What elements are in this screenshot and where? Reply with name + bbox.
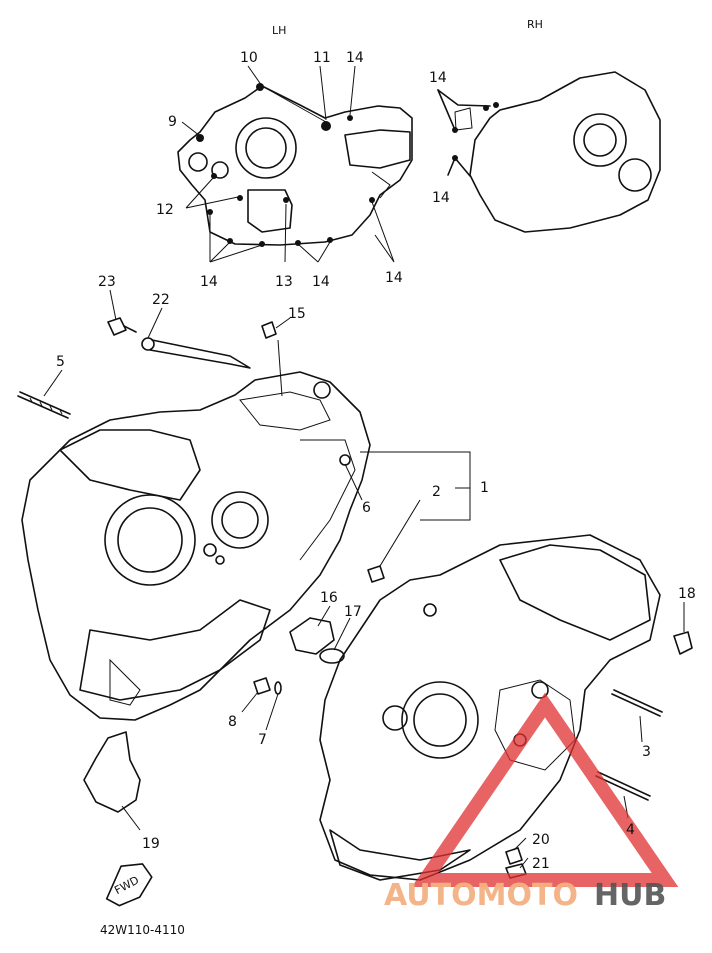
callout-19: 19 (142, 836, 160, 852)
callout-12: 12 (156, 202, 174, 218)
watermark-part1: AUTOMOTO (384, 878, 578, 913)
hose-22 (141, 337, 251, 369)
callout-7: 7 (258, 732, 267, 748)
plug-8 (253, 677, 271, 695)
callout-14-mid: 14 (312, 274, 330, 290)
callout-2: 2 (432, 484, 441, 500)
lh-gasket (177, 85, 413, 246)
callout-21: 21 (532, 856, 550, 872)
dowel-2 (367, 565, 385, 583)
callout-4: 4 (626, 822, 635, 838)
callout-22: 22 (152, 292, 170, 308)
cover-19 (83, 731, 141, 813)
left-crankcase (21, 371, 371, 721)
callout-16: 16 (320, 590, 338, 606)
callout-15: 15 (288, 306, 306, 322)
callout-20: 20 (532, 832, 550, 848)
drawing-code: 42W110-4110 (100, 923, 185, 937)
callout-14-rh-top: 14 (429, 70, 447, 86)
callout-10: 10 (240, 50, 258, 66)
gasket-leaders (181, 65, 395, 263)
clip-18 (673, 631, 693, 655)
right-crankcase (319, 534, 661, 881)
oring-7 (274, 681, 282, 695)
automotohub-watermark: AUTOMOTO HUB (384, 692, 679, 913)
callout-17: 17 (344, 604, 362, 620)
callout-5: 5 (56, 354, 65, 370)
callout-14-left: 14 (200, 274, 218, 290)
callout-3: 3 (642, 744, 651, 760)
side-label-right: RH (527, 18, 543, 31)
stud-3 (611, 689, 663, 717)
callout-6: 6 (362, 500, 371, 516)
callout-14-right: 14 (385, 270, 403, 286)
callout-8: 8 (228, 714, 237, 730)
cap-16 (289, 617, 335, 655)
gasket-dowels (196, 83, 375, 247)
callout-14-top: 14 (346, 50, 364, 66)
callout-9: 9 (168, 114, 177, 130)
plug-15 (261, 321, 277, 339)
bolt-20 (505, 847, 523, 865)
callout-13: 13 (275, 274, 293, 290)
watermark-part2: HUB (594, 878, 666, 913)
callout-1: 1 (480, 480, 489, 496)
stud-5 (17, 391, 71, 419)
front-arrow: FWD (105, 863, 153, 907)
bolt-23 (107, 317, 137, 336)
side-label-left: LH (272, 24, 286, 37)
part-leaders (43, 289, 685, 869)
rh-gasket (437, 71, 661, 233)
callout-23: 23 (98, 274, 116, 290)
callout-11: 11 (313, 50, 331, 66)
callout-18: 18 (678, 586, 696, 602)
callout-14-rh-bottom: 14 (432, 190, 450, 206)
oring-17 (319, 648, 345, 664)
